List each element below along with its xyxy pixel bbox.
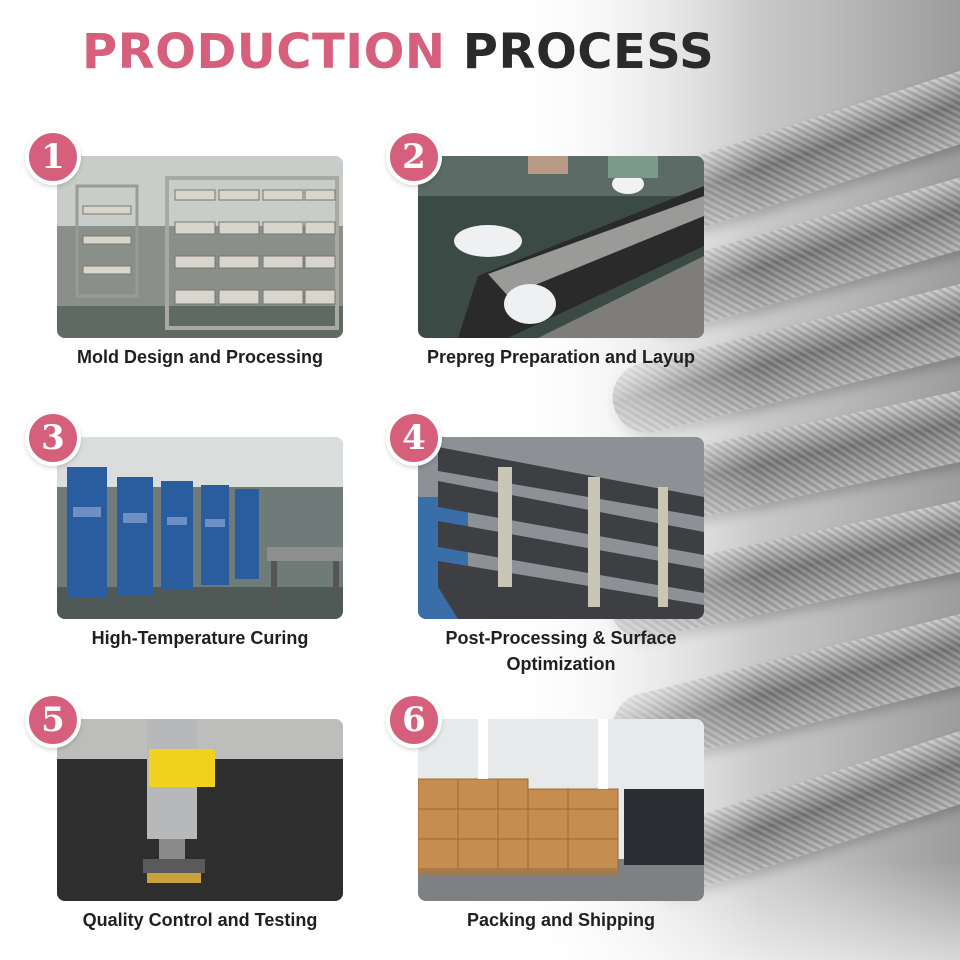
step-number-badge: 1: [25, 129, 81, 185]
curing-press-photo: [57, 437, 343, 619]
page-title: PRODUCTION PROCESS: [82, 24, 714, 80]
step-caption: Packing and Shipping: [466, 910, 655, 930]
prepreg-layup-photo: [418, 156, 704, 338]
step-number-badge: 6: [386, 692, 442, 748]
carbon-blades-photo: [418, 437, 704, 619]
step-number-badge: 2: [386, 129, 442, 185]
warehouse-boxes-photo: [418, 719, 704, 901]
step-caption: Post-Processing & Surface Optimization: [445, 628, 677, 674]
step-caption: Prepreg Preparation and Layup: [426, 347, 696, 367]
mold-shelves-photo: [57, 156, 343, 338]
step-caption: Quality Control and Testing: [82, 910, 318, 930]
title-part-1: PRODUCTION: [82, 24, 446, 80]
step-number-badge: 5: [25, 692, 81, 748]
step-number-badge: 3: [25, 410, 81, 466]
step-caption: High-Temperature Curing: [91, 628, 309, 648]
testing-machine-photo: [57, 719, 343, 901]
step-caption: Mold Design and Processing: [76, 347, 324, 367]
step-number-badge: 4: [386, 410, 442, 466]
title-part-2: PROCESS: [462, 24, 715, 80]
